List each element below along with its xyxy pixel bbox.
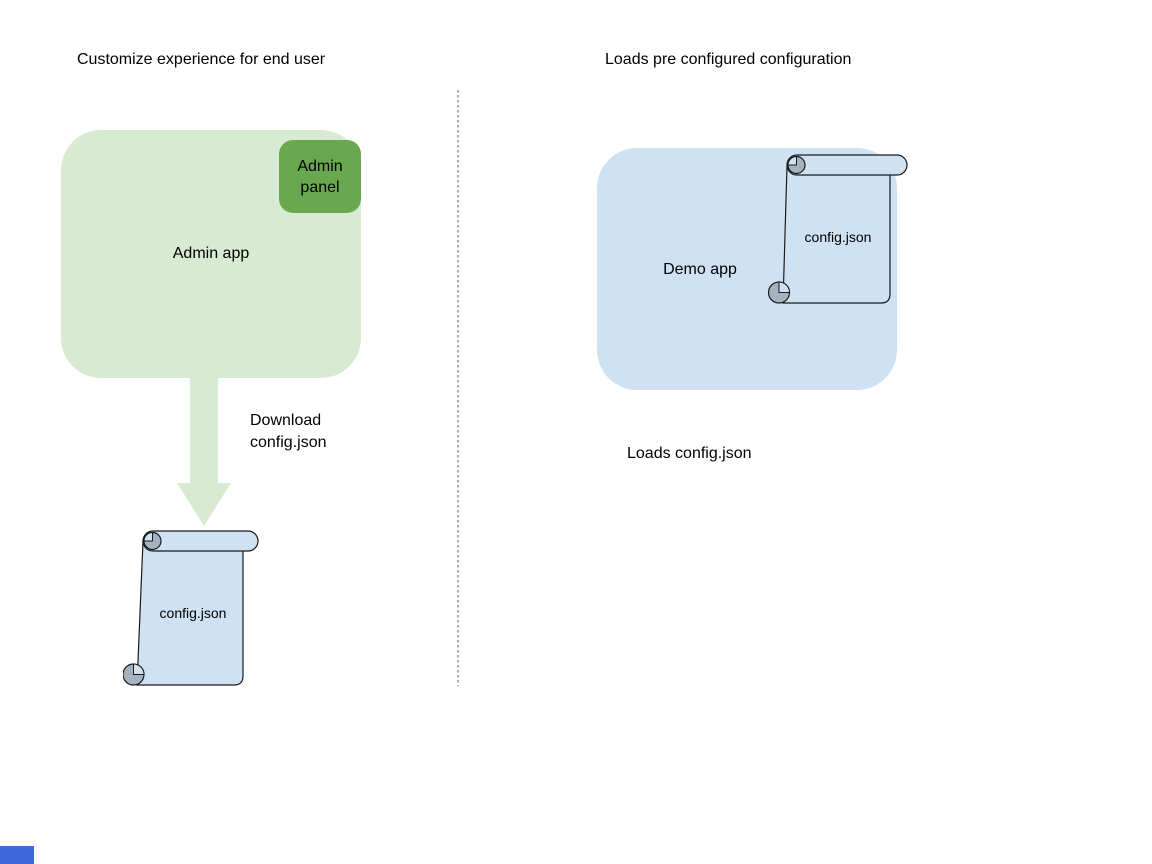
- download-arrow-label: Download config.json: [250, 412, 327, 451]
- admin-panel-badge: Admin panel: [279, 140, 361, 213]
- download-arrow: [177, 377, 231, 526]
- config-json-scroll-left: [123, 530, 259, 686]
- config-json-label-right: config.json: [804, 229, 872, 245]
- config-json-label-left: config.json: [159, 605, 227, 621]
- right-section-title: Loads pre configured configuration: [605, 51, 852, 68]
- config-json-scroll-right: [768, 154, 908, 304]
- loads-config-caption: Loads config.json: [627, 445, 752, 462]
- corner-marker: [0, 846, 34, 864]
- admin-app-label: Admin app: [172, 245, 250, 262]
- admin-panel-label: Admin panel: [297, 157, 343, 196]
- left-section-title: Customize experience for end user: [77, 51, 326, 68]
- dotted-divider: [457, 90, 459, 686]
- demo-app-label: Demo app: [663, 261, 737, 278]
